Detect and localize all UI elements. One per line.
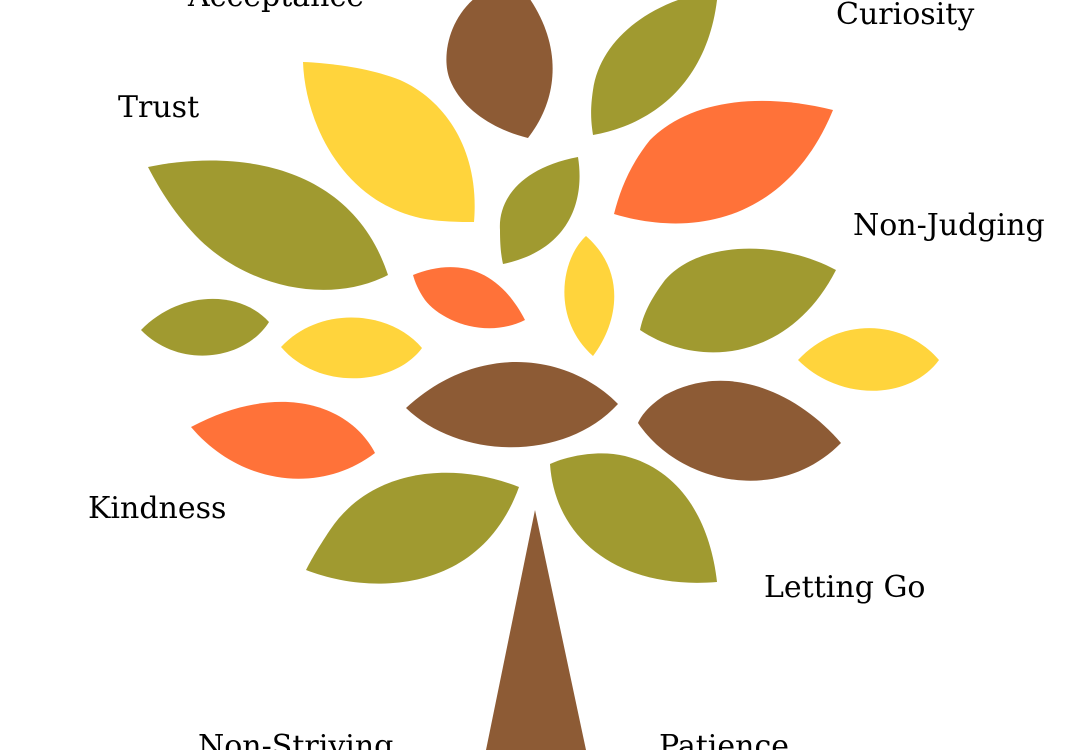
label-trust: Trust [118,90,200,125]
leaf-left-orange [191,401,375,479]
leaf-left-yellow [281,317,422,379]
leaf-left-large [148,160,388,290]
label-acceptance: Acceptance [188,0,364,12]
leaf-bottom-right [550,453,717,583]
leaf-top-center [446,0,553,138]
leaf-center-brown [406,362,618,448]
leaf-right-brown [638,380,841,481]
leaf-center-small [499,157,580,264]
label-non-judging: Non-Judging [853,208,1045,243]
leaf-upper-left-large [303,62,475,222]
leaf-far-right-yellow [798,328,939,391]
leaf-right-middle [640,248,836,353]
leaf-upper-right-large [614,100,833,224]
tree-trunk [486,510,586,750]
leaf-bottom-left [306,472,519,584]
label-patience: Patience [659,729,790,750]
label-curiosity: Curiosity [836,0,975,32]
label-kindness: Kindness [88,491,227,526]
label-letting-go: Letting Go [764,570,926,605]
leaf-far-left-small [141,298,269,356]
leaf-center-yellow-tall [564,236,615,356]
leaf-center-orange-small [413,267,525,329]
label-non-striving: Non-Striving [198,729,394,750]
leaf-top-right [591,0,717,135]
